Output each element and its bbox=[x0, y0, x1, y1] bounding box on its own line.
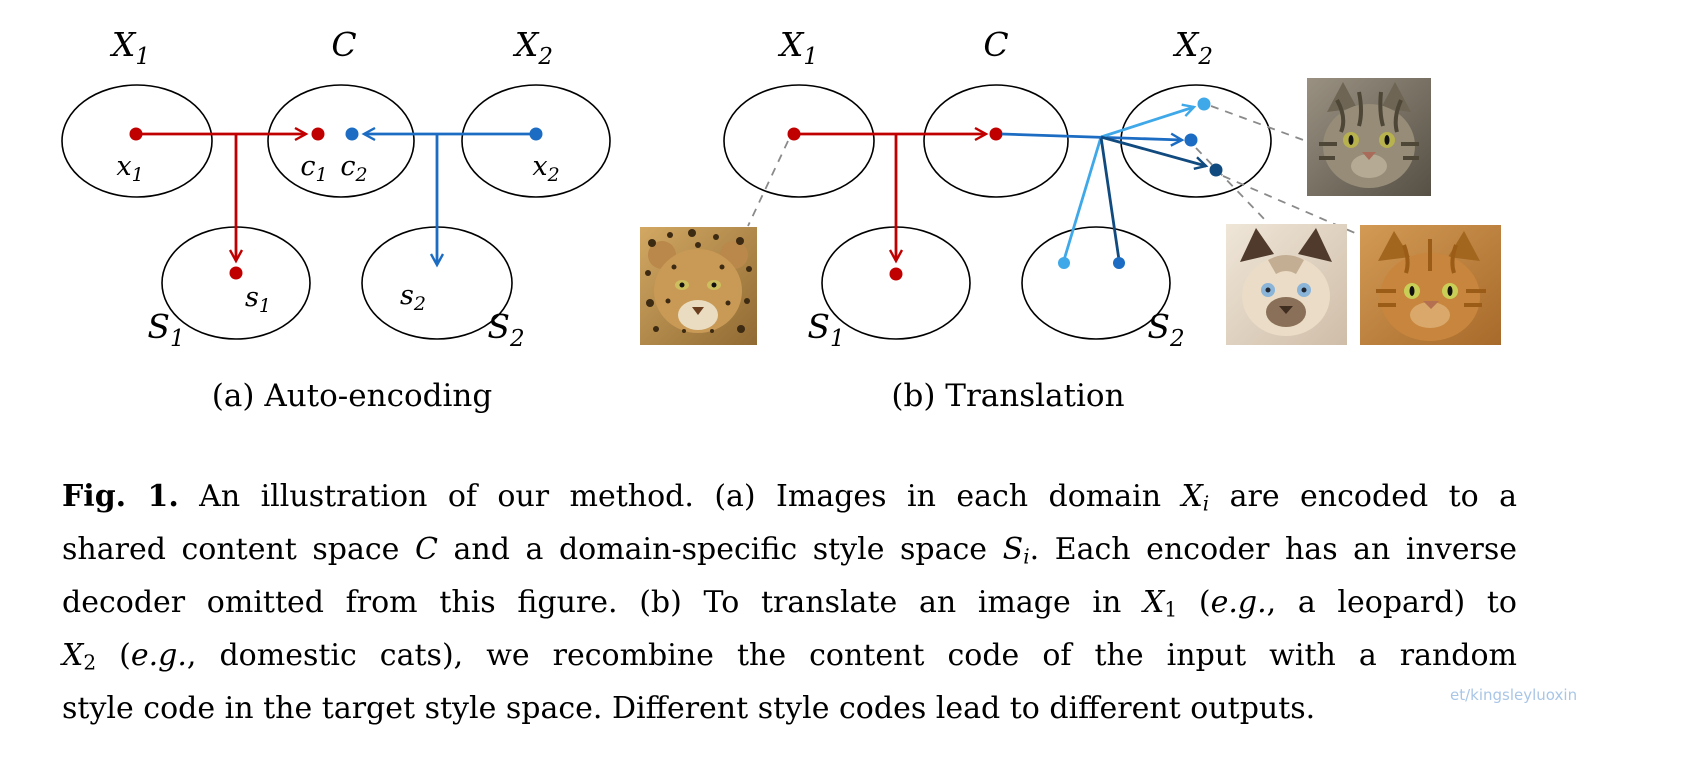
point-c2 bbox=[345, 127, 359, 141]
dashed-line-tabby bbox=[1210, 105, 1307, 142]
orange-muzzle bbox=[1410, 302, 1450, 328]
orange-pupil-right bbox=[1447, 286, 1453, 296]
siamese-ear-right bbox=[1298, 228, 1332, 262]
orange-ear-left bbox=[1378, 231, 1410, 261]
domain-ellipse-x2-b bbox=[1120, 84, 1272, 198]
caption-line-1: Fig. 1. An illustration of our method. (… bbox=[62, 479, 1517, 516]
space-label-s2-b: S2 bbox=[1147, 307, 1184, 352]
dashed-line-siamese bbox=[1195, 147, 1269, 224]
leopard-nose bbox=[692, 307, 704, 315]
tabby-ear-right bbox=[1381, 82, 1411, 112]
point-output-light bbox=[1197, 97, 1211, 111]
space-label-x1-a: X1 bbox=[109, 25, 150, 70]
caption-line-3: decoder omitted from this figure. (b) To… bbox=[62, 584, 1517, 622]
siamese-ear-left bbox=[1240, 228, 1274, 262]
tabby-stripes bbox=[1319, 91, 1419, 160]
space-label-x2-a: X2 bbox=[512, 25, 553, 70]
point-style-s1-b bbox=[889, 267, 903, 281]
dashed-line-leopard bbox=[747, 140, 789, 227]
siamese-pupil-left bbox=[1265, 287, 1271, 293]
point-style2-dark bbox=[1113, 257, 1125, 269]
point-output-mid bbox=[1184, 133, 1198, 147]
siamese-cat-photo bbox=[1226, 224, 1347, 345]
arrow-translate-mid bbox=[1001, 132, 1185, 147]
leopard-spots bbox=[645, 229, 752, 333]
point-c1 bbox=[311, 127, 325, 141]
orange-nose bbox=[1423, 301, 1439, 309]
point-label-s1: s1 bbox=[245, 282, 271, 317]
tabby-ear-left bbox=[1327, 82, 1357, 112]
point-s1 bbox=[229, 266, 243, 280]
point-x2 bbox=[529, 127, 543, 141]
tabby-nose bbox=[1362, 152, 1376, 160]
point-x1 bbox=[129, 127, 143, 141]
point-label-c2: c2 bbox=[340, 151, 367, 186]
point-style2-light bbox=[1058, 257, 1070, 269]
panel-b-caption: (b) Translation bbox=[891, 378, 1124, 414]
tabby-pupil-right bbox=[1384, 135, 1390, 145]
space-label-s2-a: S2 bbox=[487, 307, 524, 352]
siamese-pupil-right bbox=[1301, 287, 1307, 293]
style-ellipse-s2-b bbox=[1021, 226, 1171, 340]
tabby-pupil-left bbox=[1348, 135, 1354, 145]
tabby-muzzle bbox=[1351, 154, 1387, 178]
orange-stripes bbox=[1376, 239, 1486, 307]
siamese-forehead-shading bbox=[1268, 255, 1304, 274]
siamese-nose bbox=[1279, 306, 1293, 314]
caption-line-2: shared content space C and a domain-spec… bbox=[62, 531, 1518, 569]
space-label-s1-b: S1 bbox=[807, 307, 844, 352]
tabby-cat-photo bbox=[1307, 78, 1431, 196]
orange-cat-photo bbox=[1360, 225, 1501, 345]
orange-ear-right bbox=[1448, 231, 1480, 261]
style-line-dark bbox=[1099, 136, 1121, 261]
orange-pupil-left bbox=[1409, 286, 1415, 296]
space-label-s1-a: S1 bbox=[147, 307, 184, 352]
orange-face bbox=[1380, 253, 1480, 341]
caption-line-5: style code in the target style space. Di… bbox=[62, 690, 1316, 726]
space-label-c-b: C bbox=[983, 25, 1008, 64]
space-label-x1-b: X1 bbox=[777, 25, 818, 70]
point-content-c-b bbox=[989, 127, 1003, 141]
space-label-x2-b: X2 bbox=[1172, 25, 1213, 70]
caption-line-4: X2 (e.g., domestic cats), we recombine t… bbox=[62, 637, 1517, 675]
point-label-x1: x1 bbox=[116, 151, 143, 186]
arrow-translate-light bbox=[1100, 103, 1197, 139]
leopard-pupil-right bbox=[711, 282, 717, 288]
tabby-face bbox=[1323, 104, 1415, 188]
watermark-text: et/kingsleyluoxin bbox=[1450, 686, 1578, 704]
figure-caption: Fig. 1. An illustration of our method. (… bbox=[62, 474, 1517, 732]
siamese-face bbox=[1242, 256, 1330, 336]
point-input-x1-b bbox=[787, 127, 801, 141]
leopard-pupil-left bbox=[679, 282, 685, 288]
point-label-c1: c1 bbox=[300, 151, 327, 186]
leopard-photo bbox=[640, 227, 757, 345]
arrow-translate-dark bbox=[1100, 135, 1209, 171]
figure-diagram: X1 C X2 x1 c1 c2 x2 s1 s2 S1 S2 (a) Auto… bbox=[61, 25, 1501, 414]
domain-ellipse-x1-a bbox=[61, 84, 213, 198]
style-line-light bbox=[1062, 136, 1103, 261]
space-label-c-a: C bbox=[331, 25, 356, 64]
leopard-face bbox=[654, 249, 742, 333]
point-label-x2: x2 bbox=[532, 151, 559, 186]
content-ellipse-c-a bbox=[267, 84, 415, 198]
point-output-dark bbox=[1209, 163, 1223, 177]
point-label-s2: s2 bbox=[400, 280, 426, 315]
panel-a-caption: (a) Auto-encoding bbox=[212, 378, 492, 414]
domain-ellipse-x1-b bbox=[723, 84, 875, 198]
domain-ellipse-x2-a bbox=[461, 84, 611, 198]
content-ellipse-c-b bbox=[923, 84, 1069, 198]
